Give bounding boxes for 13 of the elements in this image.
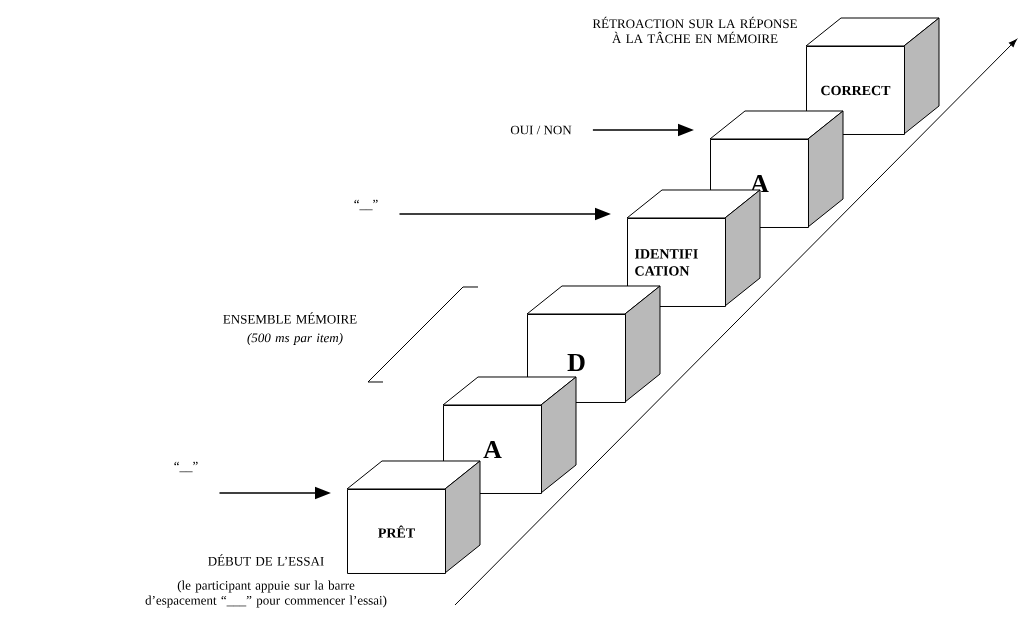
cube: CORRECT [805,17,940,135]
caption-text: (500 ms par item) [247,333,343,345]
caption-text: (le participant appuie sur la barre d’espacement “___” pour commencer l’essai) [145,580,387,608]
stimulus-text: “__” [354,199,378,211]
stimulus-text: “__” [174,461,198,473]
cube: IDENTIFI CATION [626,189,761,307]
caption-text: DÉBUT DE L’ESSAI [208,554,324,566]
caption-text: ENSEMBLE MÉMOIRE [223,312,357,324]
cube: A [442,376,577,494]
cube: PRÊT [346,460,481,574]
caption-text: RÉTROACTION SUR LA RÉPONSE À LA TÂCHE EN MÉMOIRE [592,16,797,44]
stimulus-text: OUI / NON [510,125,572,135]
cube: D [526,285,661,403]
